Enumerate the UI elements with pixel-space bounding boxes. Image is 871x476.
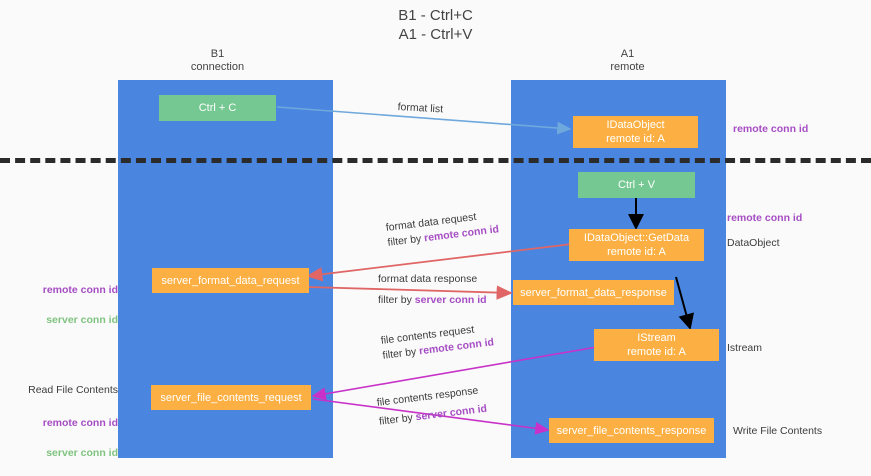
node-server-file-contents-response[interactable]: server_file_contents_response xyxy=(549,418,714,443)
node-istream[interactable]: IStream remote id: A xyxy=(594,329,719,361)
node-server-format-data-request[interactable]: server_format_data_request xyxy=(152,268,309,293)
side-note-right-remote-conn-id-mid: remote conn id xyxy=(727,212,803,224)
side-note-right-dataobject: DataObject xyxy=(727,237,780,249)
diagram-title: B1 - Ctrl+C A1 - Ctrl+V xyxy=(398,7,473,43)
edge-label-format-data-response: format data response filter by server co… xyxy=(378,272,487,308)
edge-label-file-contents-request: file contents request filter by remote c… xyxy=(380,320,495,363)
edge-label-highlight: server conn id xyxy=(414,402,488,424)
side-note-right-write-file-contents: Write File Contents xyxy=(733,425,823,437)
edge-label-line1: format data response xyxy=(378,273,478,285)
edge-label-line1: format list xyxy=(397,100,444,116)
edge-label-prefix: filter by xyxy=(378,294,415,306)
edge-label-prefix: filter by xyxy=(378,411,417,428)
edge-label-line2: filter by server conn id xyxy=(378,293,487,308)
node-server-format-data-response[interactable]: server_format_data_response xyxy=(513,280,674,305)
node-ctrl-v[interactable]: Ctrl + V xyxy=(578,172,695,198)
node-ctrl-c[interactable]: Ctrl + C xyxy=(159,95,276,121)
side-note-server-conn-id: server conn id xyxy=(46,314,118,326)
node-idataobject-getdata[interactable]: IDataObject::GetData remote id: A xyxy=(569,229,704,261)
side-note-remote-conn-id: remote conn id xyxy=(42,417,118,429)
edge-label-highlight: server conn id xyxy=(414,294,487,306)
side-note-left-conn-ids-2: remote conn id server conn id xyxy=(18,401,118,476)
side-note-right-remote-conn-id-top: remote conn id xyxy=(733,123,809,135)
edge-label-prefix: filter by xyxy=(381,345,420,362)
phase-divider xyxy=(0,158,871,163)
side-note-server-conn-id: server conn id xyxy=(46,447,118,459)
node-server-file-contents-request[interactable]: server_file_contents_request xyxy=(151,385,311,410)
edge-label-format-list: format list xyxy=(397,100,443,117)
edge-label-format-data-request: format data request filter by remote con… xyxy=(385,207,500,250)
side-note-left-conn-ids: remote conn id server conn id xyxy=(18,268,118,343)
node-idataobject[interactable]: IDataObject remote id: A xyxy=(573,116,698,148)
side-note-read-file-contents: Read File Contents xyxy=(28,384,118,396)
side-note-right-istream: Istream xyxy=(727,342,763,354)
edge-label-prefix: filter by xyxy=(386,232,425,249)
side-note-remote-conn-id: remote conn id xyxy=(42,284,118,296)
lane-header-a1: A1 remote xyxy=(610,48,645,73)
lane-header-b1: B1 connection xyxy=(190,48,245,73)
edge-label-file-contents-response: file contents response filter by server … xyxy=(376,383,488,430)
